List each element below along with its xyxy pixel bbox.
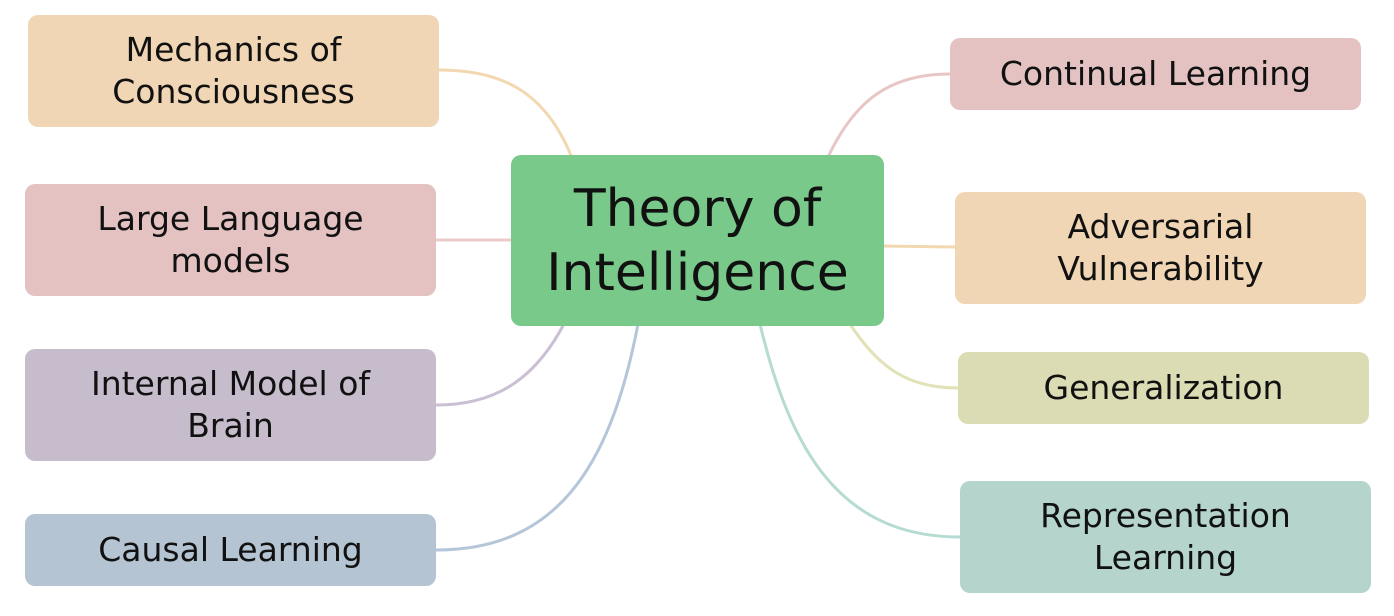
topic-label: Causal Learning [98, 530, 363, 569]
topic-adversarial-vulnerability[interactable]: Adversarial Vulnerability [955, 192, 1366, 304]
topic-label: Generalization [1043, 368, 1284, 407]
topic-representation-learning[interactable]: Representation Learning [960, 481, 1371, 593]
topic-continual-learning[interactable]: Continual Learning [950, 38, 1361, 110]
connector-generalization [848, 323, 959, 390]
central-topic-label: Theory of Intelligence [546, 178, 849, 303]
topic-mechanics-of-consciousness[interactable]: Mechanics of Consciousness [28, 15, 439, 127]
topic-label: Continual Learning [999, 54, 1312, 93]
connector-causal-learning [435, 323, 640, 552]
topic-label: Representation Learning [1040, 496, 1291, 577]
topic-large-language-models[interactable]: Large Language models [25, 184, 436, 296]
connector-adversarial-vulnerability [881, 244, 956, 249]
topic-internal-model-of-brain[interactable]: Internal Model of Brain [25, 349, 436, 461]
topic-label: Adversarial Vulnerability [1057, 207, 1264, 288]
topic-generalization[interactable]: Generalization [958, 352, 1369, 424]
topic-causal-learning[interactable]: Causal Learning [25, 514, 436, 586]
topic-label: Large Language models [97, 199, 364, 280]
connector-representation-learning [758, 323, 961, 539]
central-topic-node[interactable]: Theory of Intelligence [511, 155, 884, 326]
topic-label: Mechanics of Consciousness [112, 30, 355, 111]
connector-internal-model-of-brain [435, 321, 567, 407]
topic-label: Internal Model of Brain [90, 364, 371, 445]
connector-continual-learning [826, 72, 951, 158]
connector-mechanics-of-consciousness [438, 68, 574, 159]
